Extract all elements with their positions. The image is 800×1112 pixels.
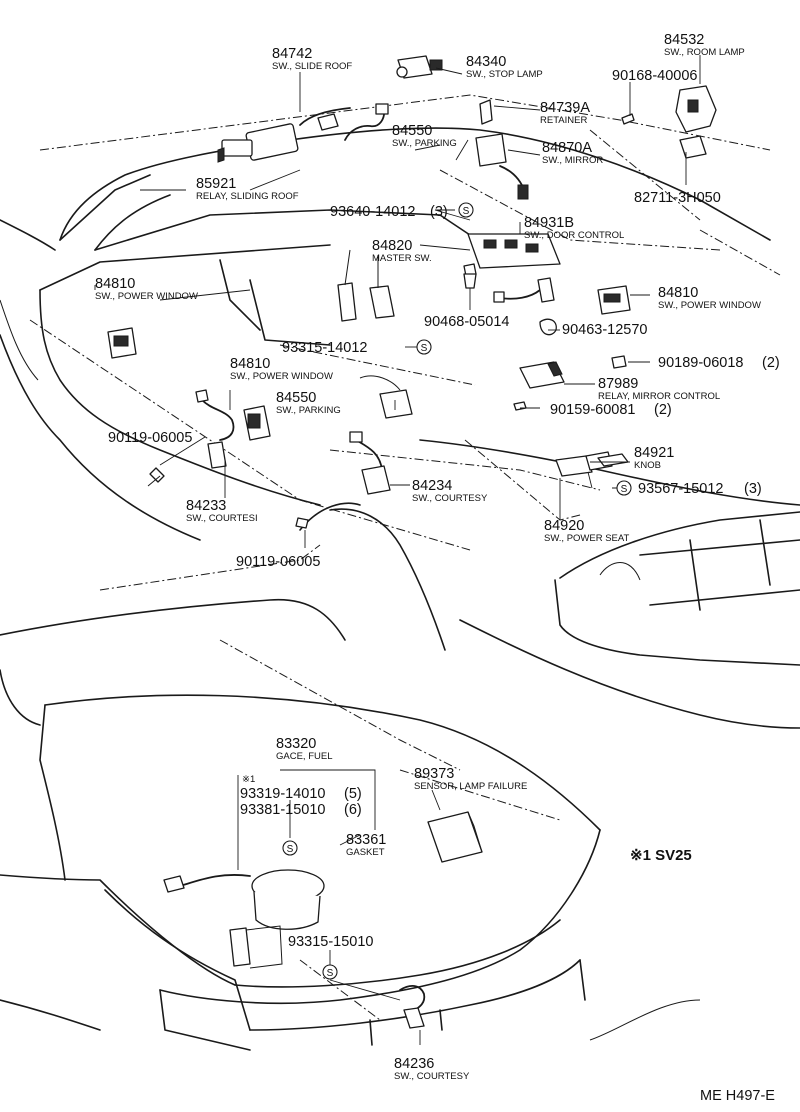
part-number-84340: 84340 (466, 54, 506, 70)
part-name-83361: GASKET (346, 847, 385, 858)
svg-text:S: S (463, 206, 470, 217)
part-number-84742: 84742 (272, 46, 312, 62)
part-name-84742: SW., SLIDE ROOF (272, 61, 352, 72)
components (107, 55, 717, 1029)
part-number-83320: 83320 (276, 736, 316, 752)
figure-code: ME H497-E (700, 1088, 775, 1104)
part-name-84931B: SW., DOOR CONTROL (524, 230, 624, 241)
part-number-93319: 93319-14010 (240, 786, 325, 802)
part-number-84820: 84820 (372, 238, 412, 254)
part-number-93315-15010: 93315-15010 (288, 934, 373, 950)
part-number-84931B: 84931B (524, 215, 574, 231)
part-number-93381: 93381-15010 (240, 802, 325, 818)
part-number-93640: 93640-14012 (330, 204, 415, 220)
part-number-90119-left: 90119-06005 (108, 430, 192, 446)
s-marker-93640: S (458, 202, 474, 218)
part-number-84920: 84920 (544, 518, 584, 534)
svg-text:S: S (287, 844, 294, 855)
part-number-90159: 90159-60081 (550, 402, 635, 418)
part-number-87989: 87989 (598, 376, 638, 392)
part-name-84870A: SW., MIRROR (542, 155, 603, 166)
part-number-84236: 84236 (394, 1056, 434, 1072)
dashed-guides (29, 94, 781, 1021)
part-qty-93381: (6) (344, 802, 362, 818)
part-number-84739A: 84739A (540, 100, 590, 116)
s-marker-93381: S (282, 840, 298, 856)
svg-text:S: S (327, 968, 334, 979)
part-number-90468: 90468-05014 (424, 314, 509, 330)
part-qty-93567: (3) (744, 481, 762, 497)
part-name-84810-right: SW., POWER WINDOW (658, 300, 761, 311)
part-number-84810-left: 84810 (95, 276, 135, 292)
part-name-83320: GACE, FUEL (276, 751, 333, 762)
part-number-85921: 85921 (196, 176, 236, 192)
part-number-90168: 90168-40006 (612, 68, 697, 84)
part-number-84921: 84921 (634, 445, 674, 461)
part-number-84550-lower: 84550 (276, 390, 316, 406)
part-number-83361: 83361 (346, 832, 386, 848)
part-name-84810-left: SW., POWER WINDOW (95, 291, 198, 302)
part-name-84532: SW., ROOM LAMP (664, 47, 745, 58)
vehicle-outline (0, 127, 800, 1051)
part-number-84810-right: 84810 (658, 285, 698, 301)
part-qty-93319: (5) (344, 786, 362, 802)
part-number-89373: 89373 (414, 766, 454, 782)
part-qty-90159: (2) (654, 402, 672, 418)
s-markers: S S S S S (282, 202, 632, 980)
part-name-89373: SENSOR, LAMP FAILURE (414, 781, 527, 792)
part-name-84340: SW., STOP LAMP (466, 69, 543, 80)
part-name-84550-upper: SW., PARKING (392, 138, 457, 149)
part-name-84921: KNOB (634, 460, 661, 471)
part-number-90463: 90463-12570 (562, 322, 647, 338)
s-marker-93315a: S (416, 339, 432, 355)
part-number-93315-14012: 93315-14012 (282, 340, 367, 356)
part-number-84234: 84234 (412, 478, 452, 494)
part-labels: 84742 SW., SLIDE ROOF 84340 SW., STOP LA… (95, 32, 780, 1104)
leader-lines (94, 55, 701, 1045)
part-name-85921: RELAY, SLIDING ROOF (196, 191, 299, 202)
part-name-84920: SW., POWER SEAT (544, 533, 630, 544)
part-number-90119-bottom: 90119-06005 (236, 554, 320, 570)
part-name-84233: SW., COURTESI (186, 513, 258, 524)
svg-text:S: S (421, 343, 428, 354)
part-name-84739A: RETAINER (540, 115, 587, 126)
part-name-84810-middle: SW., POWER WINDOW (230, 371, 333, 382)
part-name-84234: SW., COURTESY (412, 493, 488, 504)
part-name-87989: RELAY, MIRROR CONTROL (598, 391, 720, 402)
part-name-84236: SW., COURTESY (394, 1071, 470, 1082)
part-number-93567: 93567-15012 (638, 481, 723, 497)
part-number-84233: 84233 (186, 498, 226, 514)
part-number-84870A: 84870A (542, 140, 592, 156)
s-marker-93315b: S (322, 964, 338, 980)
part-number-90189: 90189-06018 (658, 355, 743, 371)
part-qty-90189: (2) (762, 355, 780, 371)
part-number-84550-upper: 84550 (392, 123, 432, 139)
applicability-note: ※1 SV25 (630, 847, 692, 864)
s-marker-93567: S (616, 480, 632, 496)
svg-text:S: S (621, 484, 628, 495)
part-prefix-93319: ※1 (242, 774, 255, 785)
part-number-82711: 82711-3H050 (634, 190, 721, 206)
part-number-84810-middle: 84810 (230, 356, 270, 372)
part-number-84532: 84532 (664, 32, 704, 48)
part-name-84550-lower: SW., PARKING (276, 405, 341, 416)
part-qty-93640: (3) (430, 204, 448, 220)
part-name-84820: MASTER SW. (372, 253, 432, 264)
